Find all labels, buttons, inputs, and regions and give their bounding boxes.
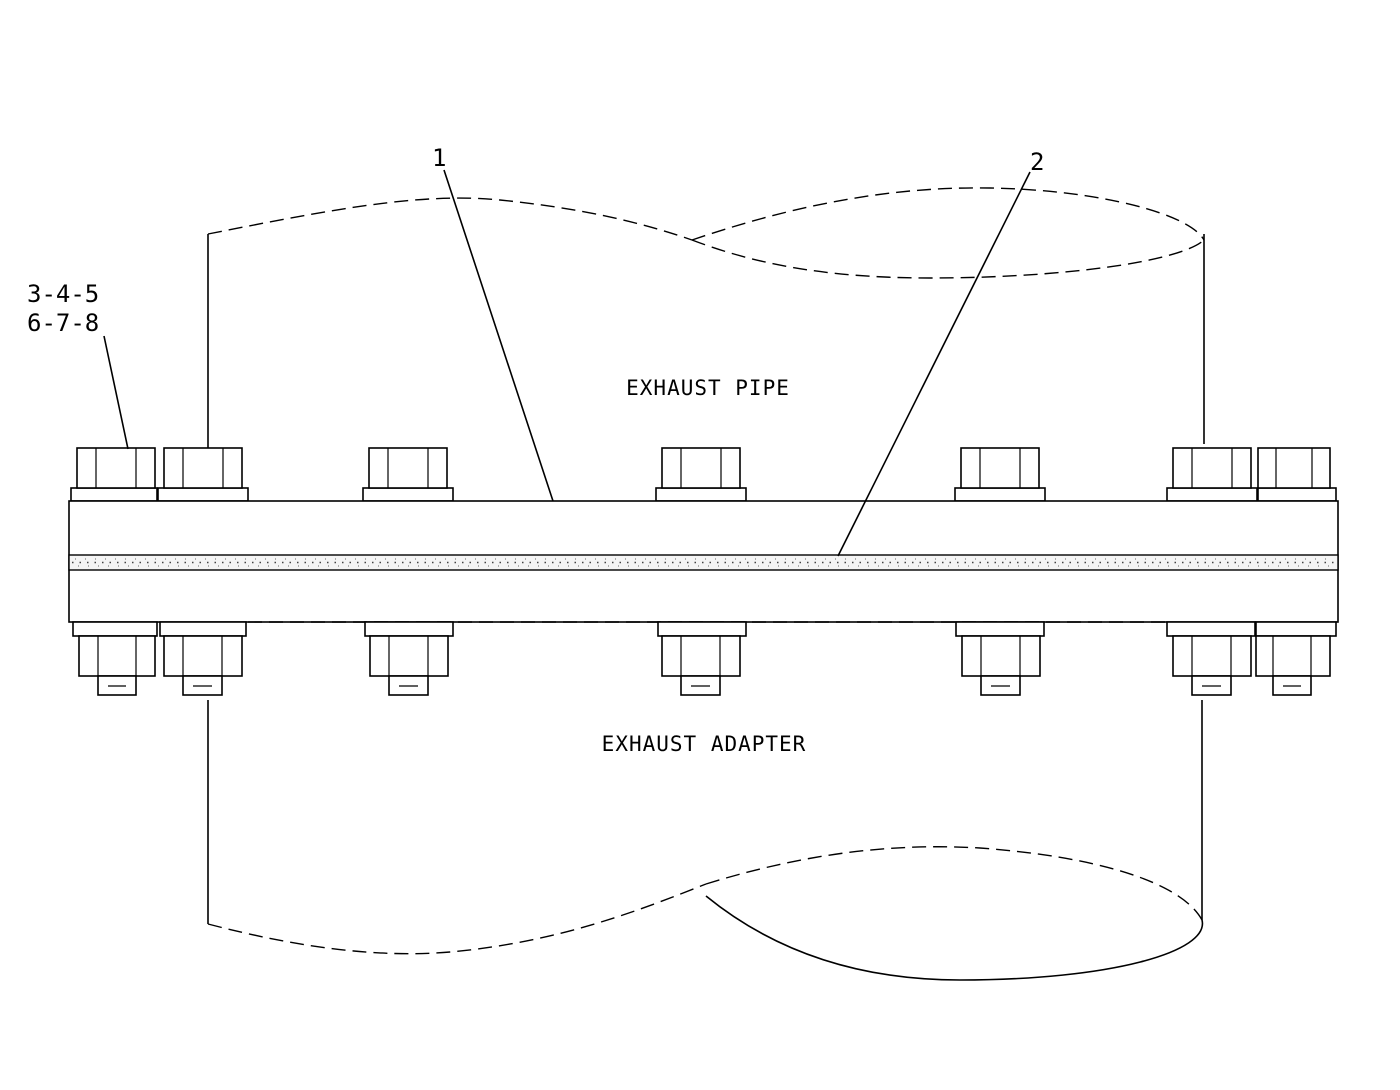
bolt-head	[1257, 447, 1337, 502]
nut	[1255, 621, 1337, 696]
nut	[657, 621, 747, 696]
nuts-bottom	[72, 621, 1337, 696]
bolt-head	[157, 447, 249, 502]
leader-line-hardware	[103, 335, 129, 450]
callout-hardware-line2: 6-7-8	[27, 309, 99, 337]
bolt-head	[70, 447, 158, 502]
callout-2: 2	[1030, 148, 1044, 176]
nut	[159, 621, 247, 696]
leader-line-2	[837, 171, 1031, 557]
nut	[955, 621, 1045, 696]
nut	[1166, 621, 1256, 696]
leader-line-1	[443, 169, 554, 502]
exhaust-adapter-label: EXHAUST ADAPTER	[602, 732, 807, 756]
callout-hardware-line1: 3-4-5	[27, 280, 99, 308]
callout-1: 1	[432, 144, 446, 172]
bolt-head	[954, 447, 1046, 502]
bolt-head	[655, 447, 747, 502]
exhaust-adapter	[207, 700, 1204, 981]
nut	[364, 621, 454, 696]
exhaust-pipe-label: EXHAUST PIPE	[626, 376, 790, 400]
bolt-head	[1166, 447, 1258, 502]
flange-assembly	[68, 500, 1339, 623]
bolt-heads-top	[70, 447, 1337, 502]
bolt-head	[362, 447, 454, 502]
nut	[72, 621, 158, 696]
exhaust-pipe	[207, 187, 1205, 450]
